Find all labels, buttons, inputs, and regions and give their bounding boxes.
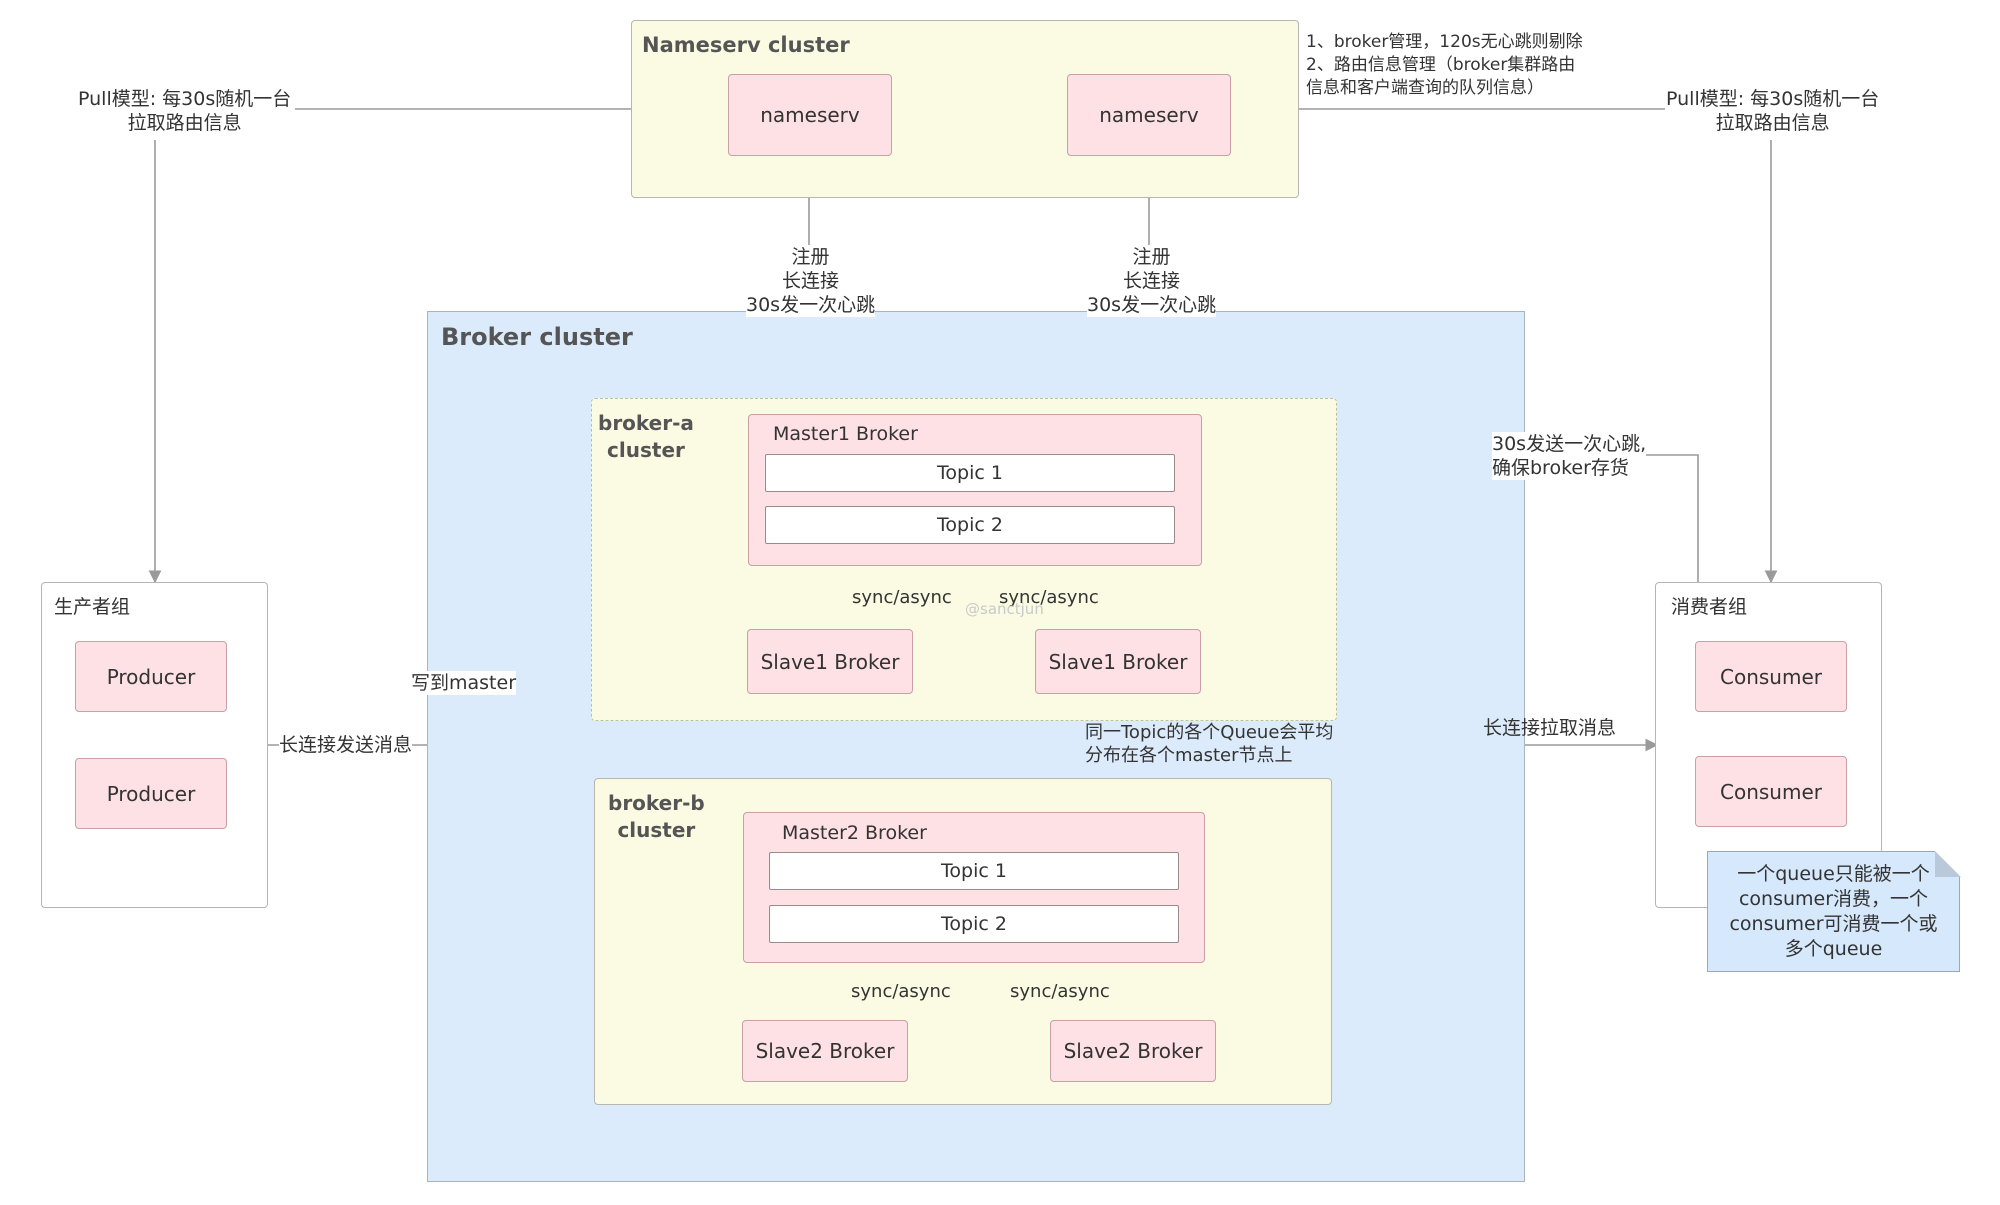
nameserv-note: 1、broker管理，120s无心跳则剔除 2、路由信息管理（broker集群路…	[1306, 32, 1583, 98]
sync-label-b-right: sync/async	[1010, 980, 1110, 1004]
consumer-node: Consumer	[1695, 756, 1847, 827]
nameserv-node: nameserv	[728, 74, 892, 156]
consumer-note: 一个queue只能被一个 consumer消费，一个 consumer可消费一个…	[1707, 851, 1960, 972]
register-label-left: 注册 长连接 30s发一次心跳	[746, 245, 876, 317]
write-master-label: 写到master	[411, 671, 517, 695]
nameserv-cluster-title: Nameserv cluster	[642, 33, 850, 57]
producer-group: 生产者组	[41, 582, 268, 908]
sync-label-a-right: sync/async	[999, 586, 1099, 610]
producer-node: Producer	[75, 758, 227, 829]
heartbeat-label: 30s发送一次心跳, 确保broker存货	[1492, 432, 1647, 480]
sync-label-b-left: sync/async	[851, 980, 951, 1004]
nameserv-node: nameserv	[1067, 74, 1231, 156]
pull-label-left: Pull模型: 每30s随机一台 拉取路由信息	[78, 87, 292, 135]
broker-b-topic-2: Topic 2	[769, 905, 1179, 943]
pull-messages-label: 长连接拉取消息	[1483, 717, 1617, 739]
sync-label-a-left: sync/async	[852, 586, 952, 610]
broker-a-cluster-title: broker-a cluster	[598, 411, 694, 462]
producer-group-title: 生产者组	[54, 596, 131, 618]
watermark: @sanctjun	[965, 600, 1044, 618]
broker-a-topic-1: Topic 1	[765, 454, 1175, 492]
producer-node: Producer	[75, 641, 227, 712]
broker-b-cluster-title: broker-b cluster	[608, 791, 705, 842]
slave2-broker: Slave2 Broker	[742, 1020, 908, 1082]
consumer-node: Consumer	[1695, 641, 1847, 712]
consumer-group-title: 消费者组	[1671, 596, 1748, 618]
master1-broker-label: Master1 Broker	[773, 423, 918, 445]
slave2-broker: Slave2 Broker	[1050, 1020, 1216, 1082]
send-message-label: 长连接发送消息	[279, 733, 413, 757]
queue-note: 同一Topic的各个Queue会平均 分布在各个master节点上	[1085, 722, 1334, 766]
pull-label-right: Pull模型: 每30s随机一台 拉取路由信息	[1666, 87, 1880, 135]
note-fold-corner	[1935, 851, 1961, 877]
register-label-right: 注册 长连接 30s发一次心跳	[1087, 245, 1217, 317]
master2-broker-label: Master2 Broker	[782, 822, 927, 844]
slave1-broker: Slave1 Broker	[747, 629, 913, 694]
slave1-broker: Slave1 Broker	[1035, 629, 1201, 694]
broker-a-topic-2: Topic 2	[765, 506, 1175, 544]
broker-b-topic-1: Topic 1	[769, 852, 1179, 890]
broker-cluster-title: Broker cluster	[441, 323, 633, 351]
